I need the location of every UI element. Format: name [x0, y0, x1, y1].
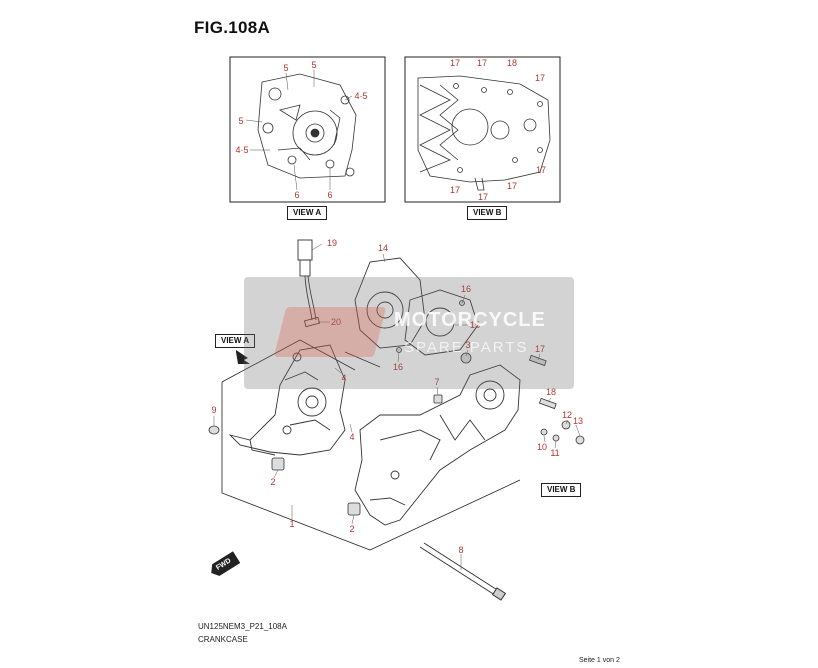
callout-label: 8	[458, 545, 464, 555]
callout-label: 18	[506, 58, 518, 68]
view-b-crankcase-drawing	[417, 75, 551, 191]
view-b-label: VIEW B	[467, 206, 508, 220]
callout-label: 5	[283, 63, 289, 73]
figure-title: FIG.108A	[194, 18, 271, 37]
watermark-text-line2: SPARE PARTS	[404, 339, 529, 356]
callout-label: 9	[211, 405, 217, 415]
callout-label: 4	[341, 373, 347, 383]
callout-label: 5	[238, 116, 244, 126]
callout-label: 2	[349, 524, 355, 534]
callout-label: 13	[572, 416, 584, 426]
view-b-frame	[404, 56, 561, 203]
callout-label: 17	[506, 181, 518, 191]
callout-label: 3	[465, 340, 471, 350]
view-a-pointer-label: VIEW A	[215, 334, 256, 348]
callout-label: 18	[545, 387, 557, 397]
callout-label: 17	[535, 165, 547, 175]
callout-label: 2	[270, 477, 276, 487]
callout-label: 4	[349, 432, 355, 442]
callout-label: 19	[326, 238, 338, 248]
callout-label: 17	[449, 185, 461, 195]
callout-leaders	[213, 243, 581, 570]
callout-label: 17	[534, 73, 546, 83]
callout-label: 16	[392, 362, 404, 372]
view-a-label: VIEW A	[287, 206, 328, 220]
right-crankcase-half	[354, 364, 521, 526]
callout-label: 5	[311, 60, 317, 70]
callout-label: 15	[469, 320, 481, 330]
view-a-arrow	[236, 350, 250, 364]
long-bolt	[419, 542, 507, 601]
callout-label: 1	[289, 519, 295, 529]
watermark-banner: MOTORCYCLE SPARE PARTS	[244, 277, 574, 389]
callout-label: 17	[476, 58, 488, 68]
bushing-and-small-parts	[208, 300, 585, 516]
watermark-logo	[273, 307, 387, 357]
callout-label: 17	[477, 192, 489, 202]
callout-label: 20	[330, 317, 342, 327]
watermark-text-line1: MOTORCYCLE	[394, 309, 546, 331]
left-crankcase-half	[228, 344, 346, 456]
callout-label: 4·5	[235, 145, 249, 155]
callout-label: 14	[377, 243, 389, 253]
callout-label: 17	[534, 344, 546, 354]
callout-label: 16	[460, 284, 472, 294]
view-a-crankcase-drawing	[257, 73, 357, 179]
view-a-leaders	[245, 70, 353, 191]
callout-label: 17	[449, 58, 461, 68]
view-a-frame	[229, 56, 386, 203]
callout-label: 10	[536, 442, 548, 452]
drawing-name: CRANKCASE	[198, 635, 248, 644]
callout-label: 6	[294, 190, 300, 200]
sensor-drawing	[297, 239, 321, 328]
callout-label: 4·5	[354, 91, 368, 101]
callout-label: 12	[561, 410, 573, 420]
view-b-pointer-label: VIEW B	[541, 483, 582, 497]
callout-label: 7	[434, 377, 440, 387]
cover-and-gasket	[354, 257, 479, 356]
drawing-code: UN125NEM3_P21_108A	[198, 622, 287, 631]
callout-label: 11	[550, 448, 560, 458]
callout-label: 6	[327, 190, 333, 200]
page-indicator: Seite 1 von 2	[579, 657, 620, 664]
